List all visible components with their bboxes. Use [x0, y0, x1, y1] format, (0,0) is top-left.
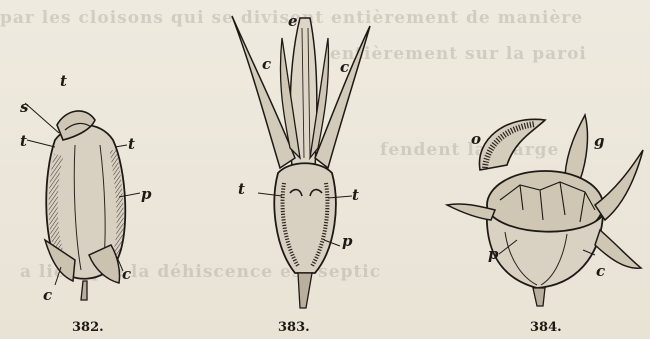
label-383-c-right: c [340, 58, 349, 76]
figure-383 [220, 8, 390, 313]
label-383-t-left: t [238, 180, 245, 198]
label-382-t-left: t [20, 132, 27, 150]
label-384-g: g [594, 132, 605, 150]
figure-number-383: 383. [278, 320, 310, 335]
label-382-t-top: t [60, 72, 67, 90]
label-382-t-right: t [128, 135, 135, 153]
label-382-p: p [141, 185, 152, 203]
label-382-c-right: c [122, 265, 131, 283]
figure-number-382: 382. [72, 320, 104, 335]
label-382-c-left: c [43, 286, 52, 304]
label-382-s: s [20, 98, 28, 116]
label-383-t-right: t [352, 186, 359, 204]
figure-number-384: 384. [530, 320, 562, 335]
label-384-o: o [471, 130, 481, 148]
label-384-c: c [596, 262, 605, 280]
label-383-e: e [288, 12, 298, 30]
label-384-p: p [488, 245, 499, 263]
label-383-p: p [342, 232, 353, 250]
label-383-c-left: c [262, 55, 271, 73]
flower-383-drawing [220, 8, 390, 313]
